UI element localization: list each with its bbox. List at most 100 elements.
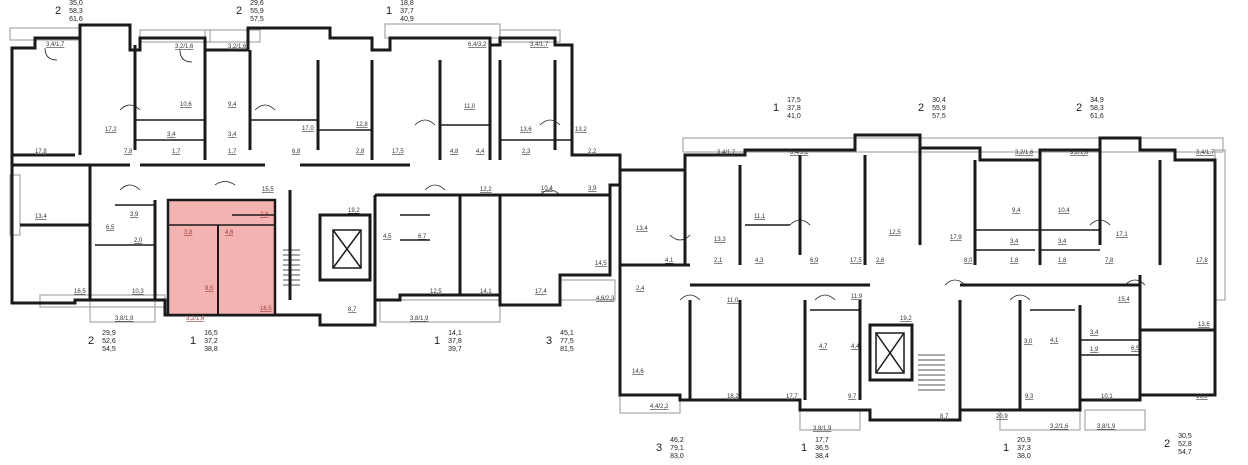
room-area: 11,1 xyxy=(754,214,766,220)
room-area: 12,5 xyxy=(889,230,901,236)
room-area: 1,7 xyxy=(172,149,181,155)
room-area: 10,4 xyxy=(541,186,553,192)
left-block-walls xyxy=(10,23,622,327)
right-staircase xyxy=(918,354,945,391)
area-living: 29,6 xyxy=(250,0,264,7)
room-count: 2 xyxy=(1076,102,1083,114)
room-area: 3,4 xyxy=(167,132,176,138)
room-area: 11,0 xyxy=(727,298,739,304)
room-count: 2 xyxy=(55,5,62,17)
area-living: 45,1 xyxy=(560,330,574,337)
room-area: 14,5 xyxy=(595,261,607,267)
area-total: 77,5 xyxy=(560,338,574,345)
room-count: 1 xyxy=(386,5,393,17)
room-area: 7,8 xyxy=(1105,258,1114,264)
area-living: 14,1 xyxy=(448,330,462,337)
room-area: 3,4 xyxy=(1010,239,1019,245)
room-area: 4,4 xyxy=(851,344,860,350)
room-area: 3,2/1,6 xyxy=(1015,150,1034,156)
room-area: 13,3 xyxy=(714,237,726,243)
room-area: 3,9 xyxy=(130,212,139,218)
room-area: 9,4 xyxy=(228,102,237,108)
room-area: 1,9 xyxy=(1090,347,1099,353)
room-area: 3,4 xyxy=(1090,330,1099,336)
area-with-balcony: 40,9 xyxy=(400,16,414,23)
room-area: 17,9 xyxy=(950,235,962,241)
room-count: 1 xyxy=(190,335,197,347)
room-area: 19,2 xyxy=(900,316,912,322)
area-total: 52,8 xyxy=(1178,441,1192,448)
left-staircase xyxy=(283,249,300,286)
room-area: 6,5 xyxy=(1131,346,1140,352)
room-area: 17,0 xyxy=(302,126,314,132)
room-area: 17,2 xyxy=(105,127,117,133)
room-area: 6,4/3,2 xyxy=(468,42,487,48)
area-with-balcony: 57,5 xyxy=(932,113,946,120)
room-area: 2,3 xyxy=(522,149,531,155)
area-living: 34,9 xyxy=(1090,97,1104,104)
room-count: 2 xyxy=(918,102,925,114)
room-area: 3,8/1,9 xyxy=(1097,424,1116,430)
area-with-balcony: 61,6 xyxy=(1090,113,1104,120)
area-with-balcony: 54,7 xyxy=(1178,449,1192,456)
room-area: 13,4 xyxy=(35,214,47,220)
area-total: 55,9 xyxy=(250,8,264,15)
room-area: 6,9 xyxy=(810,258,819,264)
room-area: 13,6 xyxy=(1198,322,1210,328)
room-area: 19,2 xyxy=(348,208,360,214)
area-with-balcony: 39,7 xyxy=(448,346,462,353)
room-area: 6,4/3,2 xyxy=(790,150,809,156)
area-living: 17,5 xyxy=(787,97,801,104)
room-area: 3,4/1,7 xyxy=(1196,150,1215,156)
room-count: 1 xyxy=(801,442,808,454)
room-area: 7,8 xyxy=(124,149,133,155)
room-area: 3,2/1,6 xyxy=(228,44,247,50)
room-area: 17,8 xyxy=(35,149,47,155)
area-total: 36,5 xyxy=(815,445,829,452)
area-total: 37,2 xyxy=(204,338,218,345)
selected-apartment[interactable]: 3,8 4,6 2,8 9,5 16,5 3,2/1,6 xyxy=(166,198,277,322)
room-area: 4,8 xyxy=(450,149,459,155)
room-area: 4,3 xyxy=(755,258,764,264)
room-area: 2,2 xyxy=(588,149,597,155)
room-area: 14,6 xyxy=(632,369,644,375)
room-area: 6,8 xyxy=(292,149,301,155)
room-area: 11,9 xyxy=(851,294,863,300)
area-total: 58,3 xyxy=(1090,105,1104,112)
area-living: 29,9 xyxy=(102,330,116,337)
room-count: 3 xyxy=(656,442,663,454)
room-area: 3,2/1,6 xyxy=(1050,424,1069,430)
room-area: 1,8 xyxy=(1010,258,1019,264)
room-area: 10,6 xyxy=(180,102,192,108)
area-with-balcony: 41,0 xyxy=(787,113,801,120)
area-living: 46,2 xyxy=(670,437,684,444)
room-area: 2,1 xyxy=(714,258,723,264)
room-area: 16,9 xyxy=(1196,394,1208,400)
room-area: 3,4 xyxy=(228,132,237,138)
area-total: 79,1 xyxy=(670,445,684,452)
area-with-balcony: 57,5 xyxy=(250,16,264,23)
room-area: 3,8/1,9 xyxy=(410,316,429,322)
room-area: 8,7 xyxy=(348,307,357,313)
room-area: 10,4 xyxy=(1058,208,1070,214)
room-count: 1 xyxy=(773,102,780,114)
room-area: 17,7 xyxy=(786,394,798,400)
room-area: 3,2/1,6 xyxy=(1070,150,1089,156)
room-area: 17,4 xyxy=(535,289,547,295)
selected-room-label: 4,6 xyxy=(225,230,234,236)
area-with-balcony: 61,6 xyxy=(69,16,83,23)
room-count: 2 xyxy=(88,335,95,347)
room-area: 3,4/1,7 xyxy=(530,42,549,48)
room-area: 6,7 xyxy=(418,234,427,240)
room-area: 8,0 xyxy=(964,258,973,264)
room-area: 20,9 xyxy=(996,414,1008,420)
room-count: 1 xyxy=(1003,442,1010,454)
